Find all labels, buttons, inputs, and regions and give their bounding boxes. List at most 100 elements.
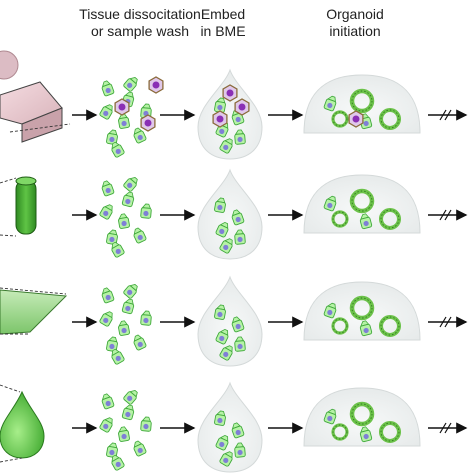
cell-nucleus <box>235 429 241 436</box>
contaminant-nucleus <box>144 119 152 127</box>
contaminant-nucleus <box>226 89 234 97</box>
cell <box>111 141 125 158</box>
organoid <box>349 188 375 214</box>
cell <box>123 77 138 92</box>
cell <box>133 334 147 351</box>
break-mark <box>439 109 447 121</box>
organoid-texture <box>332 211 348 227</box>
cell-nucleus <box>127 82 133 88</box>
break-mark <box>444 422 452 434</box>
cell <box>106 129 118 145</box>
cell-nucleus <box>109 343 115 350</box>
cell-nucleus <box>137 341 143 348</box>
cell <box>123 390 138 405</box>
contaminant-nucleus <box>118 103 126 111</box>
organoid-texture <box>332 111 348 127</box>
organoid <box>378 107 402 131</box>
organoid <box>331 317 349 335</box>
cell <box>219 345 233 361</box>
embedded-cells <box>212 84 250 154</box>
cell <box>323 408 337 425</box>
cell-nucleus <box>137 134 143 141</box>
contaminant-nucleus <box>216 115 224 123</box>
cell <box>214 410 226 426</box>
cell <box>215 221 229 238</box>
contaminant-cell <box>148 76 164 94</box>
cylinder-source <box>15 176 37 235</box>
cell-nucleus <box>103 110 109 117</box>
cell-nucleus <box>109 449 115 456</box>
cell <box>106 442 118 458</box>
header-embed-bme: Embed in BME <box>188 6 258 40</box>
cell <box>99 417 113 433</box>
dissociated-cell-cluster <box>99 390 152 471</box>
tissue-block-side <box>21 107 63 143</box>
cell <box>111 454 125 471</box>
embedded-cells <box>214 304 246 361</box>
organoid <box>331 210 349 228</box>
organoid-texture <box>351 403 373 425</box>
cell-nucleus <box>237 449 243 456</box>
cell-nucleus <box>137 447 143 454</box>
cell-nucleus <box>103 317 109 324</box>
organoid-texture <box>380 422 400 442</box>
cell-nucleus <box>125 305 131 312</box>
organoid-cluster <box>323 188 402 231</box>
header-line: Tissue dissocitation <box>79 6 201 22</box>
dissociated-cell-cluster <box>99 177 152 258</box>
cell <box>106 336 118 352</box>
tissue-block-source <box>0 50 63 143</box>
cell <box>106 229 118 245</box>
cell-nucleus <box>223 144 229 151</box>
cell <box>234 336 246 352</box>
cell-nucleus <box>217 417 223 424</box>
cell-nucleus <box>219 335 225 342</box>
header-organoid-initiation: Organoid initiation <box>300 6 410 40</box>
cell-nucleus <box>217 204 223 211</box>
cell <box>323 95 337 112</box>
dashed-guide <box>0 457 23 463</box>
break-mark <box>444 109 452 121</box>
cell <box>215 434 229 451</box>
cell <box>231 422 245 439</box>
cell <box>359 213 373 230</box>
cell <box>111 241 125 258</box>
cell-nucleus <box>217 104 223 111</box>
cell-nucleus <box>363 433 369 440</box>
organoid <box>349 401 375 427</box>
organoid <box>349 88 375 114</box>
cell <box>140 203 152 219</box>
cell-nucleus <box>223 351 229 358</box>
organoid-texture <box>351 90 373 112</box>
cell <box>121 298 135 315</box>
dissociated-cell-cluster <box>99 284 152 365</box>
cell <box>215 328 229 345</box>
cell <box>121 404 135 421</box>
embedded-cells <box>214 410 246 467</box>
header-line: Embed <box>200 6 246 22</box>
cell-nucleus <box>217 311 223 318</box>
dashed-guide <box>0 287 67 295</box>
organoid-cluster <box>323 295 402 338</box>
cell <box>140 310 152 326</box>
cell <box>234 229 246 245</box>
dissociated-cell-cluster <box>99 76 164 158</box>
cell <box>140 416 152 432</box>
cell-nucleus <box>327 415 333 422</box>
organoid <box>378 420 402 444</box>
organoid <box>378 207 402 231</box>
organoid-cluster <box>323 401 402 444</box>
cell-nucleus <box>219 128 225 135</box>
cell-nucleus <box>109 236 115 243</box>
contaminant-cell <box>114 98 130 116</box>
cell <box>118 213 130 229</box>
cell-nucleus <box>103 210 109 217</box>
dashed-guide <box>0 384 21 393</box>
cell-nucleus <box>115 148 121 155</box>
dashed-guide <box>9 123 71 133</box>
break-mark <box>444 316 452 328</box>
cylinder-body <box>15 179 37 235</box>
cell-nucleus <box>143 423 149 430</box>
cell <box>231 209 245 226</box>
